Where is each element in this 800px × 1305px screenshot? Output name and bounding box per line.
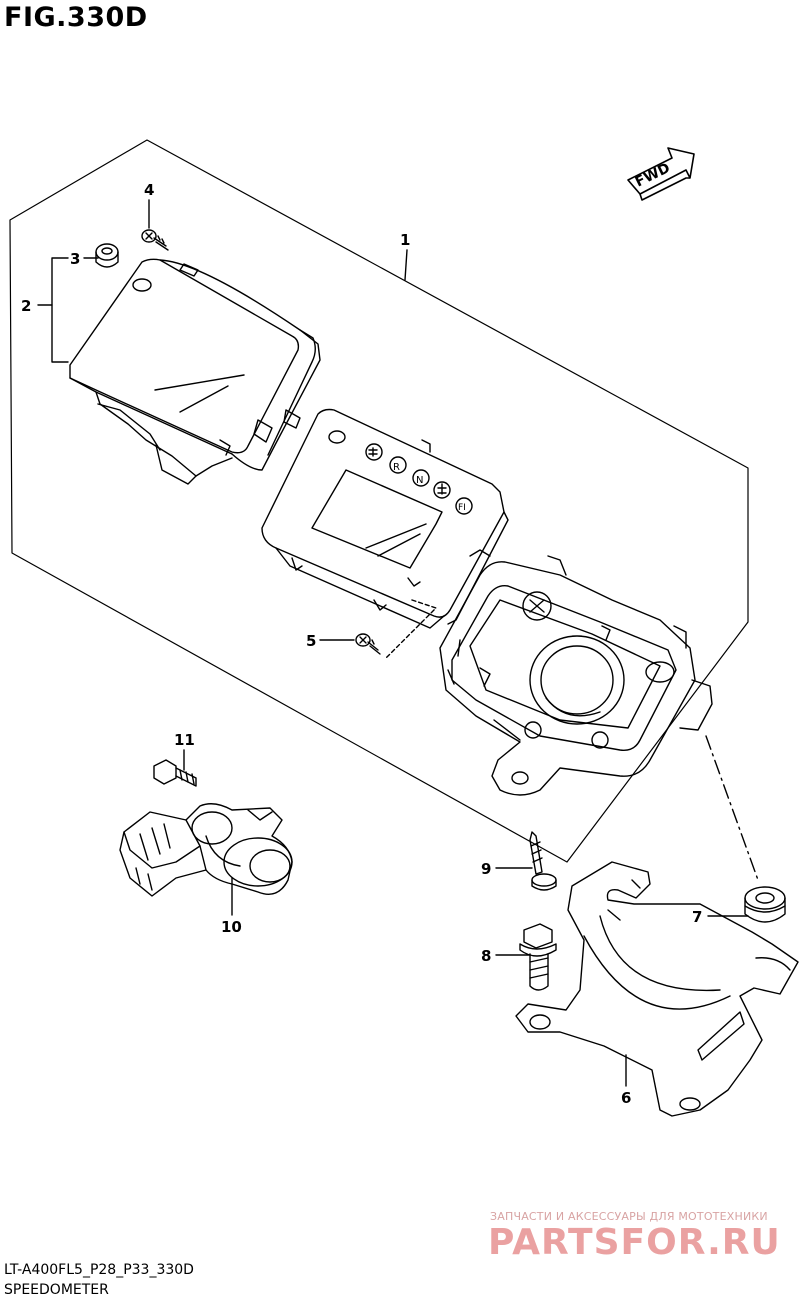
- indicator-r-label: R: [393, 462, 400, 473]
- part-8-bolt: [519, 923, 557, 991]
- indicator-fi-label: FI: [458, 503, 466, 513]
- leader-1: [404, 249, 408, 281]
- callout-10: 10: [221, 918, 242, 936]
- part-6-bracket: [515, 861, 799, 1117]
- alignment-line: [705, 735, 759, 881]
- part-10-speed-sensor: [119, 803, 293, 897]
- part-9-screw: [529, 831, 557, 891]
- assembly-1-boundary: [9, 139, 749, 863]
- callout-3: 3: [70, 250, 80, 268]
- callout-6: 6: [621, 1089, 631, 1107]
- part-7-grommet: [744, 886, 786, 923]
- callout-2: 2: [21, 297, 31, 315]
- callout-2-bracket: [51, 257, 69, 363]
- meter-case: [439, 555, 713, 796]
- indicator-n-label: N: [416, 475, 423, 486]
- part-3-cap: [95, 243, 119, 268]
- figure-title: FIG.330D: [4, 2, 148, 33]
- watermark-subtitle: ЗАПЧАСТИ И АКСЕССУАРЫ ДЛЯ МОТОТЕХНИКИ: [490, 1210, 768, 1223]
- part-4-screw: [141, 229, 169, 251]
- callout-7: 7: [692, 908, 702, 926]
- callout-11: 11: [174, 731, 195, 749]
- callout-4: 4: [144, 181, 154, 199]
- figure-code: LT-A400FL5_P28_P33_330D: [4, 1262, 194, 1278]
- fwd-direction-arrow: FWD: [627, 147, 695, 201]
- watermark-brand: PARTSFOR.RU: [488, 1222, 781, 1263]
- figure-name: SPEEDOMETER: [4, 1282, 109, 1298]
- callout-5: 5: [306, 632, 316, 650]
- callout-1: 1: [400, 231, 410, 249]
- part-2-meter-cover: [69, 258, 321, 485]
- part-11-bolt: [153, 759, 197, 787]
- part-5-screw: [355, 633, 381, 655]
- callout-9: 9: [481, 860, 491, 878]
- display-unit: [261, 408, 509, 659]
- callout-8: 8: [481, 947, 491, 965]
